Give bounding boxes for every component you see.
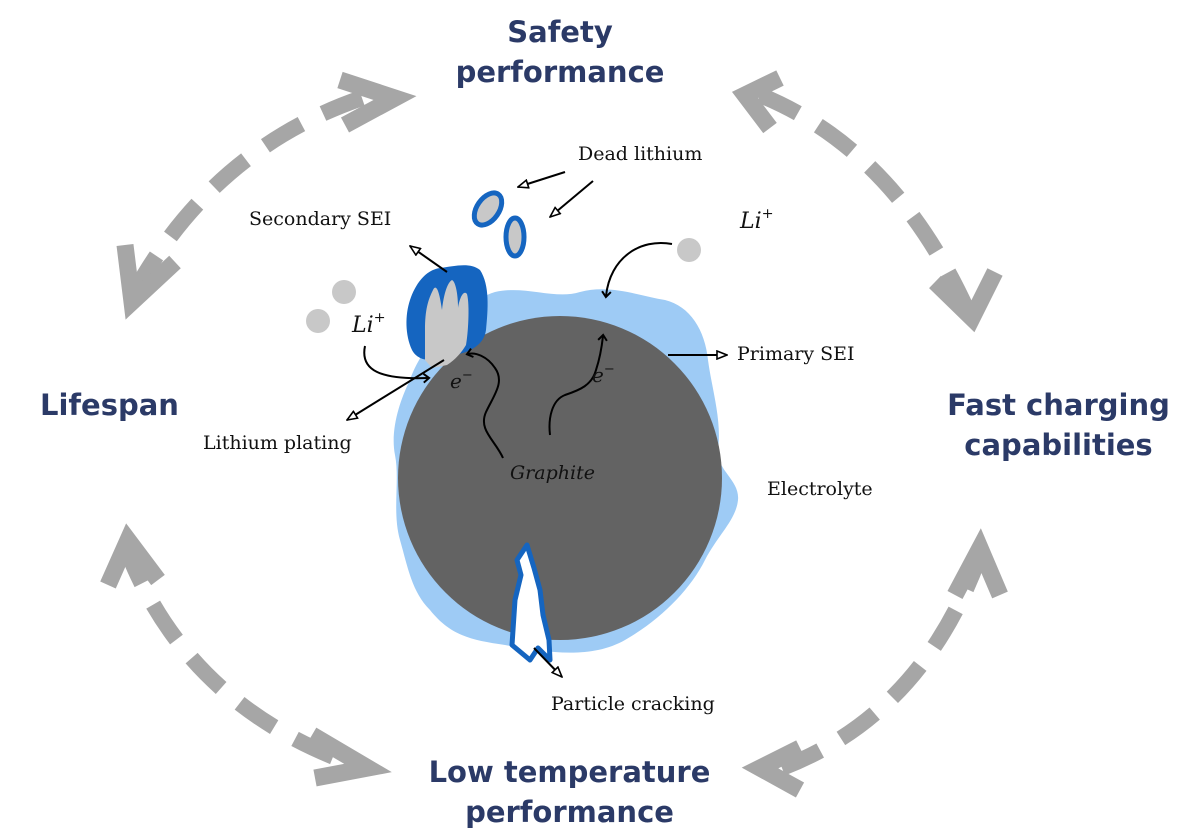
annotation-arrows [347, 171, 727, 677]
label-dead-lithium: Dead lithium [578, 143, 703, 165]
graphite-particle [398, 316, 722, 640]
electron-left-symbol: e [450, 369, 462, 394]
arc-top-right [756, 87, 976, 316]
label-primary-sei: Primary SEI [737, 343, 855, 365]
chevron-arrow-safety-right-icon [731, 70, 784, 134]
li-ion-path-right [601, 242, 673, 299]
arc-bottom-right [779, 557, 986, 776]
label-electrolyte: Electrolyte [767, 478, 873, 500]
arrow-secondary-sei [410, 246, 448, 273]
lithium-ion-right [677, 238, 701, 262]
label-electron-right: e− [592, 362, 615, 387]
label-particle-cracking: Particle cracking [551, 693, 715, 715]
chevron-arrow-lowtemp-right-icon [741, 740, 805, 798]
label-li-ion-right: Li+ [740, 206, 774, 234]
li-ion-right-charge: + [761, 206, 774, 222]
label-safety-line2: performance [455, 55, 665, 89]
chevron-arrow-lowtemp-left-icon [307, 727, 392, 787]
label-graphite: Graphite [510, 462, 595, 484]
label-fast-charging-line2: capabilities [964, 428, 1153, 462]
li-ion-left-charge: + [373, 310, 386, 326]
electron-left-charge: − [461, 368, 473, 383]
li-ion-path-left [363, 345, 431, 384]
label-li-ion-left: Li+ [352, 310, 386, 338]
label-electron-left: e− [450, 368, 473, 393]
label-fast-charging: Fast charging capabilities [946, 385, 1171, 465]
label-lifespan: Lifespan [40, 388, 179, 422]
electron-path-right [548, 333, 608, 436]
label-safety-line1: Safety [507, 15, 613, 49]
label-low-temperature-line1: Low temperature [428, 755, 711, 789]
dead-lithium-ellipse-2 [503, 215, 527, 259]
arrow-dead-lithium-2 [550, 180, 594, 217]
label-safety-performance: Safety performance [455, 12, 665, 92]
label-low-temperature-line2: performance [465, 795, 674, 829]
cycle-arcs [117, 87, 986, 776]
label-low-temperature: Low temperature performance [422, 752, 717, 832]
lithium-ion-left-1 [332, 280, 356, 304]
li-ion-right-symbol: Li [740, 209, 762, 234]
transport-arrows [363, 242, 673, 459]
lithium-dendrite [425, 280, 469, 368]
arrow-particle-cracking [533, 647, 562, 677]
cycle-arrowheads [100, 70, 1008, 798]
arc-top-left [122, 90, 365, 304]
electron-right-charge: − [603, 362, 615, 377]
electron-right-symbol: e [592, 363, 604, 388]
li-ion-left-symbol: Li [352, 313, 374, 338]
chevron-arrow-fastcharge-top-icon [929, 268, 1003, 333]
dead-lithium-ellipse-1 [471, 190, 505, 228]
label-fast-charging-line1: Fast charging [947, 388, 1170, 422]
chevron-arrow-lifespan-bottom-icon [100, 523, 165, 589]
chevron-arrow-fastcharge-bottom-icon [947, 528, 1008, 599]
chevron-arrow-lifespan-top-icon [116, 243, 181, 320]
lithium-ion-left-2 [306, 309, 330, 333]
chevron-arrow-safety-left-icon [337, 71, 417, 133]
label-secondary-sei: Secondary SEI [249, 208, 392, 230]
electron-path-left [465, 347, 504, 459]
arrow-lithium-plating [347, 359, 445, 420]
particle-crack [509, 542, 553, 663]
arc-bottom-left [117, 542, 358, 773]
arrow-dead-lithium-1 [518, 171, 566, 187]
label-lithium-plating: Lithium plating [203, 432, 352, 454]
